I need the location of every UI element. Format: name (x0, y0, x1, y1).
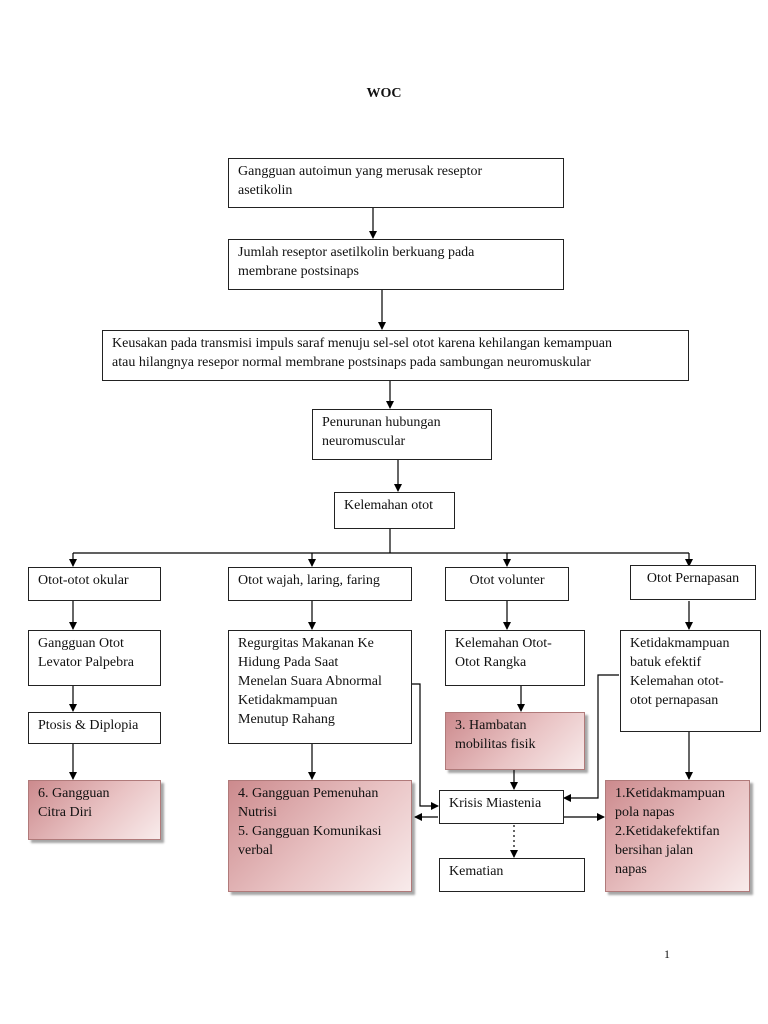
box-ptosis: Ptosis & Diplopia (28, 712, 161, 744)
box-otot-wajah: Otot wajah, laring, faring (228, 567, 412, 601)
box-otot-volunter: Otot volunter (445, 567, 569, 601)
box-kelemahan-otot: Kelemahan otot (334, 492, 455, 529)
box-keusakan: Keusakan pada transmisi impuls saraf men… (102, 330, 689, 381)
box-ketidakmampuan-batuk: Ketidakmampuan batuk efektif Kelemahan o… (620, 630, 761, 732)
box-pola-napas: 1.Ketidakmampuan pola napas 2.Ketidakefe… (605, 780, 750, 892)
page-number: 1 (664, 947, 670, 961)
arrow-regurgitas-to-krisis (412, 683, 439, 810)
box-otot-pernapasan: Otot Pernapasan (630, 565, 756, 600)
box-gangguan-levator: Gangguan Otot Levator Palpebra (28, 630, 161, 686)
box-penurunan: Penurunan hubungan neuromuscular (312, 409, 492, 460)
box-kematian: Kematian (439, 858, 585, 892)
page-title: WOC (366, 86, 402, 101)
box-autoimun: Gangguan autoimun yang merusak reseptor … (228, 158, 564, 208)
box-otot-okular: Otot-otot okular (28, 567, 161, 601)
box-hambatan-mobilitas: 3. Hambatan mobilitas fisik (445, 712, 585, 770)
box-jumlah-reseptor: Jumlah reseptor asetilkolin berkuang pad… (228, 239, 564, 290)
box-regurgitas: Regurgitas Makanan Ke Hidung Pada Saat M… (228, 630, 412, 744)
box-citra-diri: 6. Gangguan Citra Diri (28, 780, 161, 840)
box-krisis-miastenia: Krisis Miastenia (439, 790, 564, 824)
arrow-batuk-to-krisis (563, 674, 619, 802)
box-kelemahan-rangka: Kelemahan Otot- Otot Rangka (445, 630, 585, 686)
box-nutrisi-komunikasi: 4. Gangguan Pemenuhan Nutrisi 5. Ganggua… (228, 780, 412, 892)
